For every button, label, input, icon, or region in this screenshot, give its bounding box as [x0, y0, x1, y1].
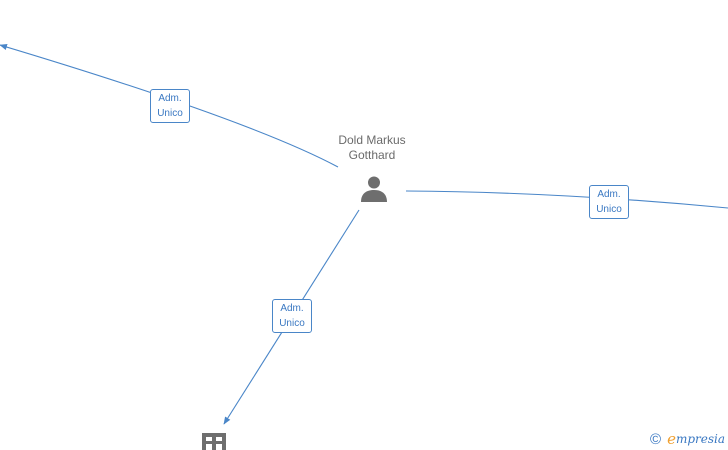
edge-line-right: [405, 190, 728, 209]
copyright-symbol: ©: [650, 430, 662, 448]
edge-label-right[interactable]: Adm. Unico: [589, 185, 629, 219]
building-icon[interactable]: [202, 433, 226, 450]
edge-label-line1: Adm.: [280, 303, 304, 314]
edge-label-line2: Unico: [279, 318, 305, 329]
brand-logo: © e mpresia: [650, 430, 725, 448]
edge-label-line2: Unico: [157, 108, 183, 119]
brand-initial: e: [667, 430, 676, 448]
edge-label-top-left[interactable]: Adm. Unico: [150, 89, 190, 123]
person-node-name[interactable]: Dold Markus Gotthard: [322, 133, 422, 163]
person-name-line1: Dold Markus: [338, 133, 406, 147]
edge-line-top-left: [0, 44, 339, 168]
person-name-line2: Gotthard: [348, 148, 396, 162]
edge-label-bottom[interactable]: Adm. Unico: [272, 299, 312, 333]
edge-label-line1: Adm.: [597, 189, 621, 200]
edge-label-line2: Unico: [596, 204, 622, 215]
person-icon[interactable]: [360, 175, 388, 203]
edge-label-line1: Adm.: [158, 93, 182, 104]
brand-wordmark: mpresia: [675, 432, 726, 446]
